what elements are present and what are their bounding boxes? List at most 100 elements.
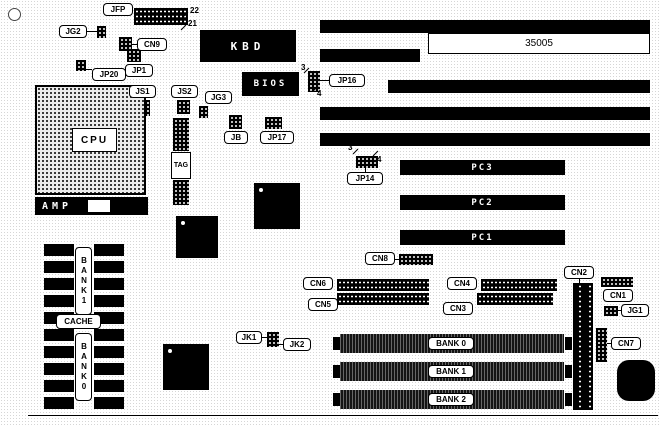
jp17-label: JP17 [260,131,294,144]
lead-line [132,44,137,45]
jg2-jumper-pins [97,26,106,38]
pin-tick-mark [180,24,187,31]
jp20-jumper-pins [76,60,86,71]
cpu-chip: CPU [72,128,117,152]
board-edge [28,415,658,416]
simm-clip [565,337,572,350]
pc2-slot-label: PC2 [471,197,494,208]
jp16-pin3-number: 3 [301,63,306,72]
lead-line [365,168,366,172]
amp-label: AMP [42,201,73,212]
jfp-pin22-number: 22 [190,6,199,15]
bios-chip: BIOS [242,72,299,96]
pin1-dot [168,349,172,353]
lead-line [579,279,580,283]
jfp-pin21-number: 21 [188,19,197,28]
jb-label: JB [224,131,248,144]
pc1-slot: PC1 [400,230,565,245]
jp14-pin4-number: 4 [377,155,382,164]
pin1-dot [181,221,185,225]
isa-slot-1 [320,20,650,33]
cpu-socket [35,85,146,195]
pc2-slot: PC2 [400,195,565,210]
cn4-header-pins [481,279,557,291]
lead-line [618,310,621,311]
simm-clip [565,393,572,406]
cn7-pins [596,328,607,362]
isa-slot-3 [388,80,650,93]
cn6-header-pins [337,279,429,291]
amp-regulator-bar: AMP [35,197,148,215]
cn3-header-pins [477,293,553,305]
tag-label: TAG [173,162,189,169]
cn2-label: CN2 [564,266,594,279]
jg1-label: JG1 [621,304,649,317]
jp16-pin4-number: 4 [317,89,322,98]
tag-sram-pins-top [173,118,189,151]
qfp-chip [254,183,300,229]
isa-slot-2 [320,49,420,62]
simm-clip [333,337,340,350]
cn4-label: CN4 [447,277,477,290]
lead-line [395,259,399,260]
jp14-label: JP14 [347,172,383,185]
qfp-chip [163,344,209,390]
jp16-label: JP16 [329,74,365,87]
jp14-pin3-number: 3 [348,143,353,152]
cn9-pins [119,37,132,51]
jk-jumper-pins [267,332,279,347]
keyboard-controller-chip: KBD [200,30,296,62]
simm-clip [565,365,572,378]
jg3-label: JG3 [205,91,232,104]
cn8-label: CN8 [365,252,395,265]
jk1-label: JK1 [236,331,262,344]
bank1-label: BANK 1 [428,365,474,378]
js1-label: JS1 [129,85,156,98]
pc1-slot-label: PC1 [471,232,494,243]
cn5-header-pins [337,293,429,305]
lead-line [320,80,329,81]
cn7-label: CN7 [611,337,641,350]
chipset-35005: 35005 [428,33,650,54]
jk2-label: JK2 [283,338,311,351]
jp14-jumper-pins [356,156,378,168]
cn9-label: CN9 [137,38,167,51]
pc3-slot-label: PC3 [471,162,494,173]
pc3-slot: PC3 [400,160,565,175]
cn1-label: CN1 [603,289,633,302]
qfp-chip [176,216,218,258]
jfp-label: JFP [103,3,133,16]
jp20-label: JP20 [92,68,126,81]
jg2-label: JG2 [59,25,87,38]
cpu-chip-label: CPU [80,134,109,146]
bios-chip-label: BIOS [253,79,288,89]
bank2-label: BANK 2 [428,393,474,406]
lead-line [86,69,92,70]
cn8-pins [399,254,433,265]
js2-pins [177,100,190,114]
simm-clip [333,365,340,378]
jg1-jumper-pins [604,306,618,316]
jb-jumper-pins [229,115,242,129]
amp-component [88,200,110,212]
bank0-label: BANK 0 [428,337,474,350]
chipset-35005-label: 35005 [525,38,553,49]
kbd-chip-label: KBD [230,39,266,53]
cache-bank0-label: BANK0 [75,333,92,401]
lead-line [607,343,611,344]
cn1-pins [601,277,633,287]
simm-clip [333,393,340,406]
cn3-label: CN3 [443,302,473,315]
jp17-jumper-pins [265,117,282,129]
js2-label: JS2 [171,85,198,98]
lead-line [87,31,97,32]
tag-ram-chip: TAG [171,152,191,179]
cache-label: CACHE [56,314,101,329]
pin-tick-mark [352,148,359,155]
mounting-hole [8,8,21,21]
keyboard-din-connector [617,360,655,401]
isa-slot-5 [320,133,650,146]
tag-sram-pins-bottom [173,180,189,205]
jp1-jumper-pins [127,49,141,62]
